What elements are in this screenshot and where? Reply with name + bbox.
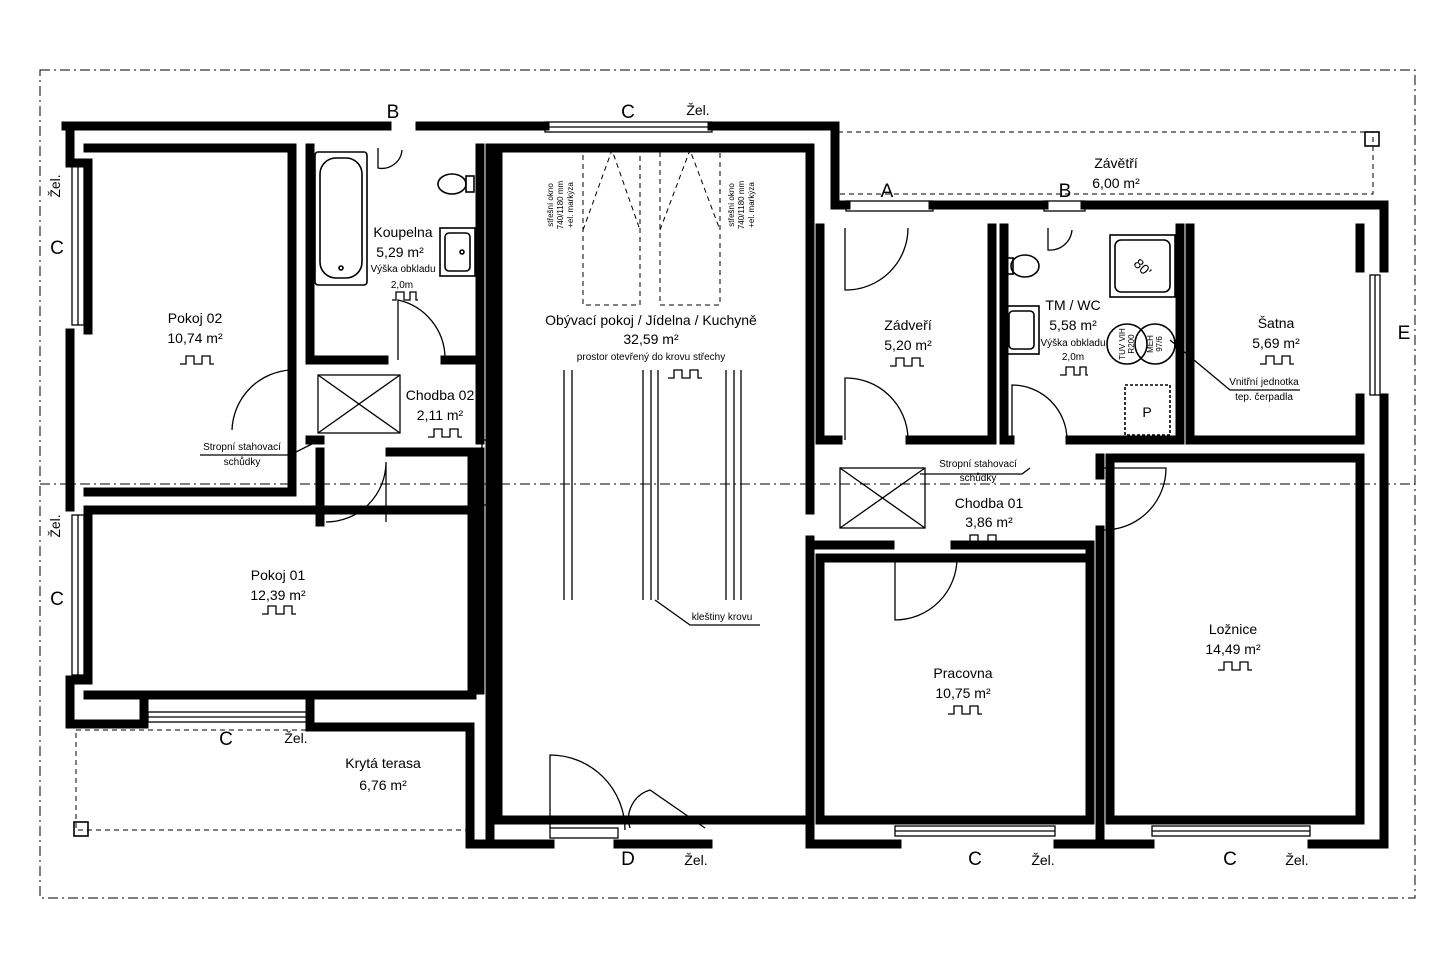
room-area-chodba02: 2,11 m² <box>417 407 464 423</box>
skylight1-line1: střešní okno <box>546 183 555 227</box>
fixtures <box>200 148 1323 626</box>
room-note2-koupelna: 2,0m <box>391 280 413 291</box>
zel-bottom-c2: Žel. <box>1031 852 1054 868</box>
room-labels: Pokoj 02 10,74 m² Koupelna 5,29 m² Výška… <box>167 155 1300 793</box>
room-area-zadveri: 5,20 m² <box>884 337 932 353</box>
room-name-pokoj01: Pokoj 01 <box>251 567 306 583</box>
room-area-koupelna: 5,29 m² <box>376 244 424 260</box>
room-name-pracovna: Pracovna <box>933 665 992 681</box>
room-area-pracovna: 10,75 m² <box>935 685 991 701</box>
kryta-terasa-outline <box>75 729 467 831</box>
room-area-pokoj02: 10,74 m² <box>167 330 223 346</box>
room-name-loznice: Ložnice <box>1209 621 1257 637</box>
vnitrni-label-1: Vnitřní jednotka <box>1229 377 1299 388</box>
room-name-satna: Šatna <box>1258 315 1295 331</box>
room-area-chodba01: 3,86 m² <box>965 514 1013 530</box>
tub-label: 80' <box>1131 255 1155 279</box>
room-name-chodba01: Chodba 01 <box>955 495 1024 511</box>
zel-bottom-terasa: Žel. <box>284 730 307 746</box>
skylight2-line2: 740/1180 mm <box>737 181 746 230</box>
room-name-koupelna: Koupelna <box>373 224 432 240</box>
ladder-label-2b: schůdky <box>960 472 997 484</box>
room-name-chodba02: Chodba 02 <box>406 387 475 403</box>
zavetri-post <box>1364 131 1380 147</box>
windows <box>71 121 1381 839</box>
floor-symbols <box>180 291 1294 715</box>
zel-left2: Žel. <box>47 514 63 537</box>
doors <box>231 148 1167 831</box>
room-area-satna: 5,69 m² <box>1252 335 1300 351</box>
zavetri-outline <box>837 131 1374 195</box>
room-area-loznice: 14,49 m² <box>1205 641 1261 657</box>
tuv-line2: R200 <box>1127 334 1136 354</box>
room-area-tmwc: 5,58 m² <box>1049 317 1097 333</box>
kryta-terasa-post <box>73 821 89 837</box>
skylight1-line2: 740/1180 mm <box>556 181 565 230</box>
room-area-zavetri: 6,00 m² <box>1092 175 1140 191</box>
skylight1-line3: +el. markýza <box>566 182 575 228</box>
opening-labels: B C A B C C C D C C E Žel. Žel. Žel. Žel… <box>47 102 1410 870</box>
meh-line2: 97/6 <box>1155 336 1164 352</box>
skylight2-line3: +el. markýza <box>747 182 756 228</box>
room-note-obyvaci: prostor otevřený do krovu střechy <box>577 352 725 363</box>
vnitrni-label-2: tep. čerpadla <box>1235 392 1293 403</box>
ladder-label-1a: Stropní stahovací <box>203 442 281 453</box>
tuv-line1: TUV VIH <box>1118 328 1127 360</box>
opening-letter-d: D <box>621 849 635 870</box>
room-name-zavetri: Závětří <box>1094 155 1138 171</box>
room-note2-tmwc: 2,0m <box>1062 352 1084 363</box>
opening-letter-c-bottom3: C <box>1223 849 1237 870</box>
opening-letter-c-left2: C <box>50 589 64 610</box>
opening-letter-b-top: B <box>387 102 400 123</box>
room-note-koupelna: Výška obkladu <box>370 264 435 275</box>
annotations: Stropní stahovací schůdky Stropní stahov… <box>203 181 1299 623</box>
klestiny-label: kleštiny krovu <box>692 612 753 623</box>
room-area-pokoj01: 12,39 m² <box>250 587 306 603</box>
room-name-zadveri: Zádveří <box>884 317 932 333</box>
zel-bottom-c3: Žel. <box>1285 852 1308 868</box>
room-area-obyvaci: 32,59 m² <box>623 331 679 347</box>
opening-letter-b-right: B <box>1059 181 1072 202</box>
zel-bottom-d: Žel. <box>684 852 707 868</box>
opening-letter-e: E <box>1398 323 1411 344</box>
room-name-pokoj02: Pokoj 02 <box>168 310 223 326</box>
p-label: P <box>1142 404 1151 420</box>
room-name-obyvaci: Obývací pokoj / Jídelna / Kuchyně <box>545 312 757 328</box>
opening-letter-c-bottom2: C <box>968 849 982 870</box>
ladder-label-1b: schůdky <box>224 456 261 468</box>
zel-left1: Žel. <box>47 174 63 197</box>
opening-letter-c-bottom1: C <box>219 729 233 750</box>
walls <box>61 121 1389 849</box>
opening-letter-c-top: C <box>621 102 635 123</box>
room-note-tmwc: Výška obkladu <box>1040 338 1105 349</box>
ladder-label-2a: Stropní stahovací <box>939 459 1017 470</box>
meh-line1: MEH <box>1146 335 1155 353</box>
zel-top: Žel. <box>686 102 709 118</box>
opening-letter-c-left1: C <box>50 238 64 259</box>
room-name-kryta: Krytá terasa <box>345 755 421 771</box>
room-name-tmwc: TM / WC <box>1045 297 1100 313</box>
room-area-kryta: 6,76 m² <box>359 777 407 793</box>
skylight2-line1: střešní okno <box>727 183 736 227</box>
opening-letter-a: A <box>881 181 894 202</box>
